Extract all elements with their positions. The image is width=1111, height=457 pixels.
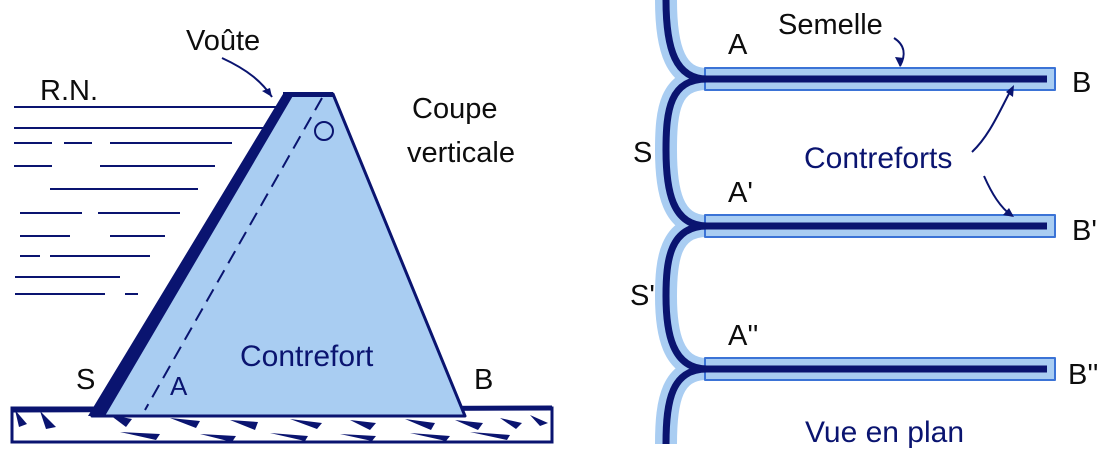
point-o-marker [314, 121, 334, 141]
point-s-label: S [76, 364, 95, 396]
water-lines [14, 106, 285, 295]
plan-point-b-prime-label: B' [1072, 215, 1097, 247]
plan-point-s-label: S [633, 137, 652, 169]
voute-face [88, 94, 294, 416]
rn-label: R.N. [40, 75, 98, 107]
vue-en-plan-label: Vue en plan [805, 416, 964, 449]
plan-point-a-second-label: A'' [728, 320, 758, 352]
arch-footings [655, 0, 1054, 445]
semelle-label: Semelle [778, 9, 883, 41]
contreforts-core [662, 0, 1047, 445]
plan-point-b-second-label: B'' [1068, 359, 1098, 391]
plan-point-a-prime-label: A' [728, 177, 753, 209]
voute-label: Voûte [186, 25, 260, 57]
point-a-label: A [170, 371, 188, 401]
plan-view: Semelle A B S Contreforts A' B' S' A'' B… [630, 0, 1098, 449]
point-b-label: B [474, 364, 493, 396]
plan-point-s-prime-label: S' [630, 280, 655, 312]
coupe-label-line2: verticale [407, 137, 515, 169]
contrefort-label: Contrefort [240, 340, 374, 373]
dashed-line-oa [144, 97, 323, 411]
voute-arrow [221, 57, 273, 98]
vertical-section: Voûte R.N. Coupe verticale S A B Contref… [10, 25, 554, 444]
plan-arrows [893, 37, 1013, 217]
plan-point-b-label: B [1072, 67, 1091, 99]
plan-point-a-label: A [728, 29, 748, 61]
coupe-label-line1: Coupe [412, 93, 497, 125]
contreforts-label: Contreforts [804, 142, 952, 175]
